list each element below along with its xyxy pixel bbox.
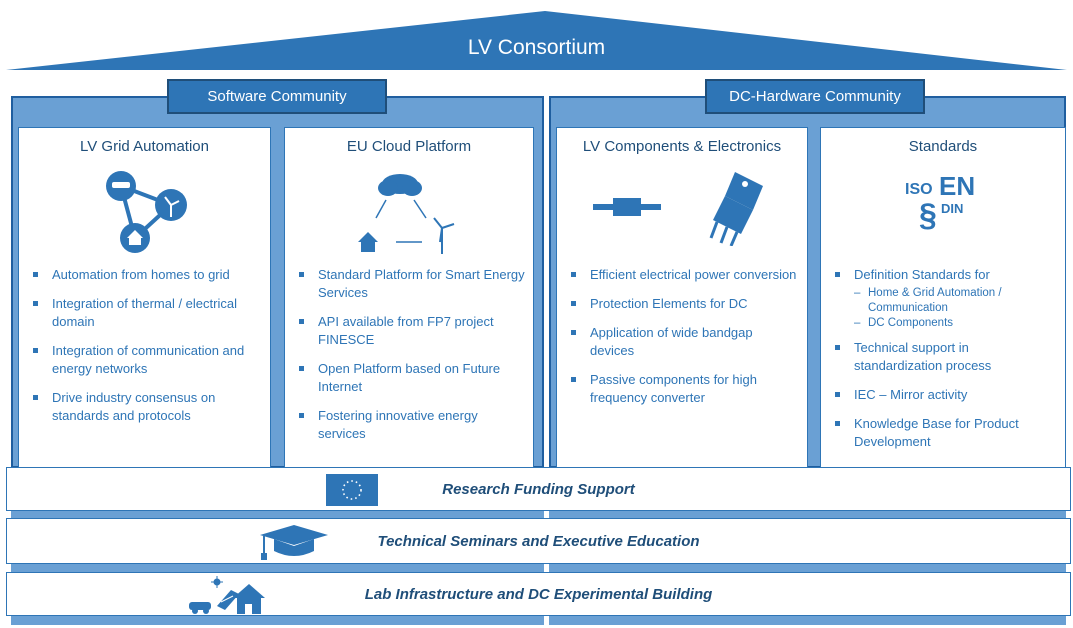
bullet-list: Automation from homes to grid Integratio… — [29, 266, 262, 436]
column-title: LV Components & Electronics — [582, 138, 782, 155]
sub-bullet-list: Home & Grid Automation / Communication D… — [854, 286, 1057, 331]
column-standards: Standards ISO EN § DIN Definition Standa… — [820, 127, 1066, 468]
bullet-item: Efficient electrical power conversion — [567, 266, 799, 284]
column-title: LV Grid Automation — [80, 138, 209, 155]
software-community-label: Software Community — [167, 79, 387, 114]
bullet-item: Integration of communication and energy … — [29, 342, 262, 378]
bullet-item: API available from FP7 project FINESCE — [295, 313, 525, 349]
bullet-item: Knowledge Base for Product Development — [831, 415, 1057, 451]
roof-title: LV Consortium — [467, 36, 606, 59]
roof-shape — [6, 11, 1067, 70]
bullet-item: Protection Elements for DC — [567, 295, 799, 313]
bullet-item: Drive industry consensus on standards an… — [29, 389, 262, 425]
bullet-item: Integration of thermal / electrical doma… — [29, 295, 262, 331]
band-label: Lab Infrastructure and DC Experimental B… — [364, 586, 713, 603]
standards-section: § — [919, 197, 937, 233]
cloud-platform-icon — [358, 174, 455, 254]
pillar-stub — [11, 510, 544, 518]
column-eu-cloud-platform: EU Cloud Platform Standard Platform for … — [284, 127, 534, 468]
column-title: Standards — [908, 138, 978, 155]
bullet-item: Definition Standards for Home & Grid Aut… — [831, 266, 1057, 331]
grid-network-icon — [106, 171, 187, 253]
solar-house-ev-icon — [189, 576, 265, 614]
sub-bullet-item: DC Components — [854, 316, 1057, 331]
column-title: EU Cloud Platform — [346, 138, 472, 155]
sub-bullet-item: Home & Grid Automation / Communication — [854, 286, 1057, 316]
bullet-list: Standard Platform for Smart Energy Servi… — [295, 266, 525, 454]
standards-din: DIN — [941, 201, 964, 216]
bullet-text: Definition Standards for — [854, 267, 990, 282]
bullet-item: IEC – Mirror activity — [831, 386, 1057, 404]
band-label: Technical Seminars and Executive Educati… — [377, 533, 700, 550]
column-lv-grid-automation: LV Grid Automation Automation from homes… — [18, 127, 271, 468]
standards-iso: ISO — [905, 181, 933, 198]
bullet-item: Open Platform based on Future Internet — [295, 360, 525, 396]
eu-flag-icon — [326, 474, 378, 506]
bullet-item: Passive components for high frequency co… — [567, 371, 799, 407]
bullet-item: Fostering innovative energy services — [295, 407, 525, 443]
band-technical-seminars: Technical Seminars and Executive Educati… — [6, 518, 1071, 564]
graduation-cap-icon — [260, 525, 328, 560]
column-lv-components: LV Components & Electronics Efficient el… — [556, 127, 808, 468]
bullet-item: Automation from homes to grid — [29, 266, 262, 284]
bullet-item: Application of wide bandgap devices — [567, 324, 799, 360]
bullet-item: Technical support in standardization pro… — [831, 339, 1057, 375]
bullet-item: Standard Platform for Smart Energy Servi… — [295, 266, 525, 302]
pillar-stub — [549, 615, 1066, 625]
band-research-funding: Research Funding Support — [6, 467, 1071, 511]
standards-en: EN — [939, 171, 976, 201]
pillar-stub — [11, 563, 544, 572]
band-label: Research Funding Support — [442, 481, 635, 498]
pillar-stub — [549, 510, 1066, 518]
power-components-icon — [593, 172, 763, 246]
pillar-stub — [11, 615, 544, 625]
band-lab-infrastructure: Lab Infrastructure and DC Experimental B… — [6, 572, 1071, 616]
pillar-stub — [549, 563, 1066, 572]
bullet-list: Efficient electrical power conversion Pr… — [567, 266, 799, 418]
bullet-list: Definition Standards for Home & Grid Aut… — [831, 266, 1057, 462]
standards-icon: ISO EN § DIN — [905, 171, 985, 243]
hardware-community-label: DC-Hardware Community — [705, 79, 925, 114]
